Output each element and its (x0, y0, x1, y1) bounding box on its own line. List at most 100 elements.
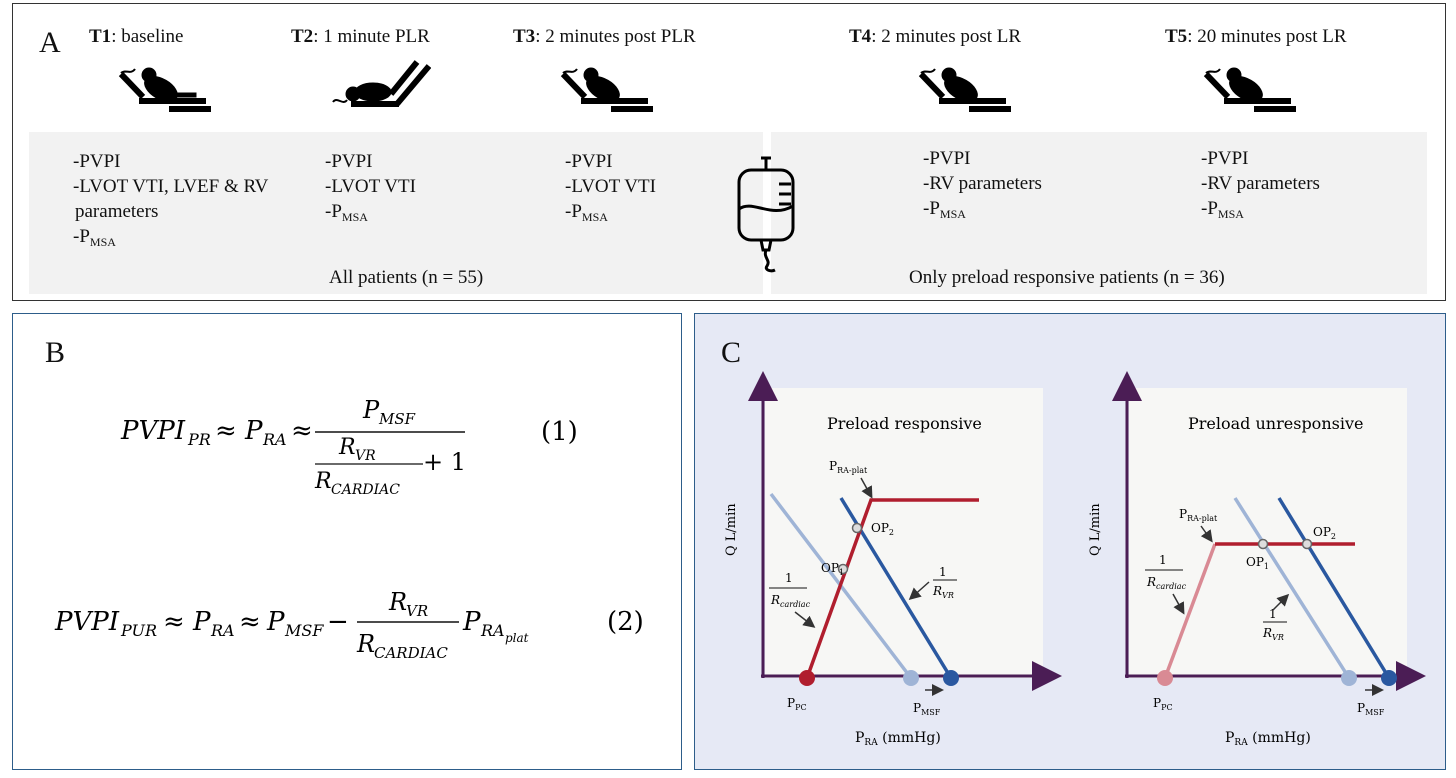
left-plot-area (765, 388, 1043, 678)
left-ppc-label: PPC (787, 696, 807, 712)
svg-text:RA: RA (262, 430, 287, 449)
right-rvr-label: RVR (1262, 626, 1284, 642)
right-plot-title: Preload unresponsive (1188, 414, 1363, 433)
left-y-label: Q L/min (724, 503, 739, 556)
eq1-pvpi: PVPI (120, 416, 186, 446)
right-op1-label: OP1 (1246, 555, 1269, 571)
left-op1-label: OP1 (821, 561, 844, 577)
svg-text:P: P (362, 396, 380, 424)
right-venous-return-line-1 (1233, 497, 1351, 679)
left-pmsf-label: PMSF (913, 701, 941, 717)
eq1-pvpi-sub: PR (187, 430, 211, 449)
svg-text:+ 1: + 1 (423, 448, 466, 476)
group-label-all: All patients (n = 55) (329, 267, 484, 288)
left-cardiac-function-curve (805, 498, 979, 679)
measures-t5: -PVPI -RV parameters -PMSA (1201, 148, 1320, 221)
left-x-label: PRA (mmHg) (855, 730, 941, 748)
guyton-plots: Preload responsive PRA-plat OP2 OP1 1 Rc… (724, 371, 1426, 748)
svg-text:≈: ≈ (291, 416, 313, 446)
right-ppc-label: PPC (1153, 696, 1173, 712)
panel-a: A T1: baseline T2: 1 minute PLR T3: 2 mi… (12, 3, 1446, 301)
svg-text:R: R (338, 435, 356, 460)
right-one-vr: 1 (1269, 607, 1277, 621)
panel-b-label: B (45, 336, 66, 369)
right-rcardiac-label: Rcardiac (1146, 575, 1187, 591)
right-op1-point (1257, 538, 1269, 550)
left-rcardiac-label: Rcardiac (770, 593, 811, 609)
timepoint-t5-label: T5: 20 minutes post LR (1165, 26, 1347, 47)
svg-text:−: − (327, 607, 349, 637)
group-label-responsive: Only preload responsive patients (n = 36… (909, 267, 1225, 288)
eq2-number: (2) (607, 607, 644, 637)
timepoint-t1-label: T1: baseline (89, 26, 184, 47)
svg-text:R: R (388, 588, 407, 616)
svg-text:plat: plat (505, 631, 529, 645)
panel-a-label: A (39, 26, 61, 59)
patient-supine-icon-t3 (560, 67, 653, 112)
right-venous-return-line-2 (1277, 497, 1391, 679)
group-box-responsive (771, 132, 1427, 294)
left-pmsf-point-1 (903, 670, 919, 686)
right-pmsf-point-2 (1381, 670, 1397, 686)
measures-t4: -PVPI -RV parameters -PMSA (923, 148, 1042, 221)
svg-text:≈: ≈ (239, 607, 261, 637)
svg-text:VR: VR (406, 602, 428, 620)
svg-text:MSF: MSF (284, 621, 324, 640)
svg-text:R: R (314, 469, 332, 494)
left-op2-point (851, 522, 863, 534)
svg-text:RA: RA (210, 621, 235, 640)
svg-text:VR: VR (355, 448, 376, 464)
patient-supine-icon-t5 (1203, 67, 1296, 112)
svg-text:CARDIAC: CARDIAC (374, 644, 448, 662)
svg-text:R: R (356, 630, 375, 658)
svg-text:MSF: MSF (378, 410, 416, 428)
right-op2-label: OP2 (1313, 525, 1336, 541)
measures-t3: -PVPI -LVOT VTI -PMSA (565, 151, 656, 224)
svg-text:P: P (266, 607, 285, 637)
right-pmsf-point-1 (1341, 670, 1357, 686)
right-ppc-point (1157, 670, 1173, 686)
equation-1: PVPI PR ≈ P RA ≈ P MSF R VR R CARDIAC + … (120, 396, 466, 498)
group-box-all-patients (29, 132, 763, 294)
left-ppc-point (799, 670, 815, 686)
svg-text:RA: RA (480, 621, 505, 640)
svg-text:≈: ≈ (163, 607, 185, 637)
right-x-label: PRA (mmHg) (1225, 730, 1311, 748)
patient-supine-icon (118, 67, 211, 112)
right-praplat-label: PRA-plat (1179, 507, 1218, 523)
left-one-cardiac: 1 (785, 571, 793, 585)
measures-t1: -PVPI -LVOT VTI, LVEF & RV parameters -P… (73, 151, 269, 249)
right-cardiac-ascending (1163, 543, 1217, 679)
svg-text:P: P (462, 607, 481, 637)
equations: PVPI PR ≈ P RA ≈ P MSF R VR R CARDIAC + … (54, 396, 644, 662)
timepoint-t2-label: T2: 1 minute PLR (291, 26, 430, 47)
svg-text:CARDIAC: CARDIAC (331, 482, 400, 498)
left-op1-point (837, 563, 849, 575)
measures-t2: -PVPI -LVOT VTI -PMSA (325, 151, 416, 224)
equation-2: PVPI PUR ≈ P RA ≈ P MSF − R VR R CARDIAC… (54, 588, 529, 662)
left-praplat-label: PRA-plat (829, 459, 868, 475)
panel-c: C Preload responsive PRA-plat OP2 OP1 1 … (694, 313, 1446, 770)
eq1-number: (1) (541, 417, 578, 447)
panel-c-label: C (721, 336, 742, 369)
svg-text:PVPI: PVPI (54, 607, 120, 637)
right-pmsf-label: PMSF (1357, 701, 1385, 717)
svg-text:P: P (244, 416, 263, 446)
timepoint-t3-label: T3: 2 minutes post PLR (513, 26, 696, 47)
right-y-label: Q L/min (1088, 503, 1103, 556)
right-op2-point (1301, 538, 1313, 550)
timepoint-t4-label: T4: 2 minutes post LR (849, 26, 1022, 47)
left-praplat-arrow (860, 477, 873, 499)
patient-leg-raise-icon (332, 60, 431, 107)
patient-supine-icon-t4 (918, 67, 1011, 112)
svg-text:P: P (192, 607, 211, 637)
svg-text:PUR: PUR (120, 621, 157, 640)
panel-b: B PVPI PR ≈ P RA ≈ P MSF R VR R CARDIAC … (12, 313, 682, 770)
left-rvr-label: RVR (932, 584, 954, 600)
left-op2-label: OP2 (871, 521, 894, 537)
left-plot-title: Preload responsive (827, 414, 982, 433)
right-one-cardiac: 1 (1159, 553, 1167, 567)
left-one-vr: 1 (939, 565, 947, 579)
left-pmsf-point-2 (943, 670, 959, 686)
svg-text:≈: ≈ (215, 416, 237, 446)
